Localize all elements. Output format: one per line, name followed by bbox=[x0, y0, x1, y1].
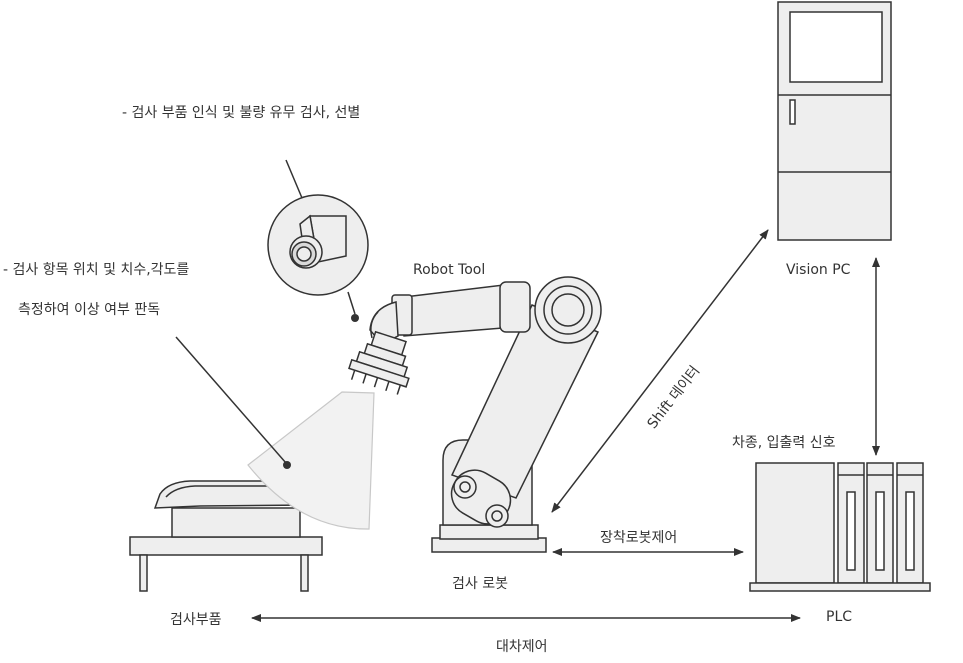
shift-data-label: Shift 데이터 bbox=[644, 363, 703, 432]
measurement-pointer bbox=[175, 336, 291, 469]
robot-shoulder-joint bbox=[534, 276, 602, 344]
vision-pc-cabinet bbox=[777, 1, 892, 241]
plc-label: PLC bbox=[826, 609, 853, 625]
measurement-annotation-line2: 측정하여 이상 여부 판독 bbox=[18, 302, 161, 318]
robot-tool-label: Robot Tool bbox=[413, 262, 486, 278]
camera-field-of-view bbox=[247, 391, 375, 530]
robot-upper-arm bbox=[391, 281, 531, 337]
cart-control-label: 대차제어 bbox=[496, 639, 548, 655]
camera-icon bbox=[289, 214, 347, 269]
inspection-table bbox=[129, 507, 323, 592]
mount-robot-control-label: 장착로봇제어 bbox=[600, 530, 678, 546]
robot-lower-joints bbox=[453, 475, 509, 528]
plc-unit bbox=[749, 462, 931, 592]
robot-tool bbox=[348, 330, 410, 395]
inspection-robot-label: 검사 로봇 bbox=[452, 576, 508, 592]
measurement-annotation-line1: - 검사 항목 위치 및 치수,각도를 bbox=[3, 262, 190, 278]
car-type-io-label: 차종, 입출력 신호 bbox=[732, 435, 836, 451]
vision-pc-label: Vision PC bbox=[786, 262, 851, 278]
shift-data-arrow bbox=[551, 229, 769, 513]
inspection-recognition-annotation: - 검사 부품 인식 및 불량 유무 검사, 선별 bbox=[122, 105, 361, 121]
inspection-part-label: 검사부품 bbox=[170, 612, 222, 628]
